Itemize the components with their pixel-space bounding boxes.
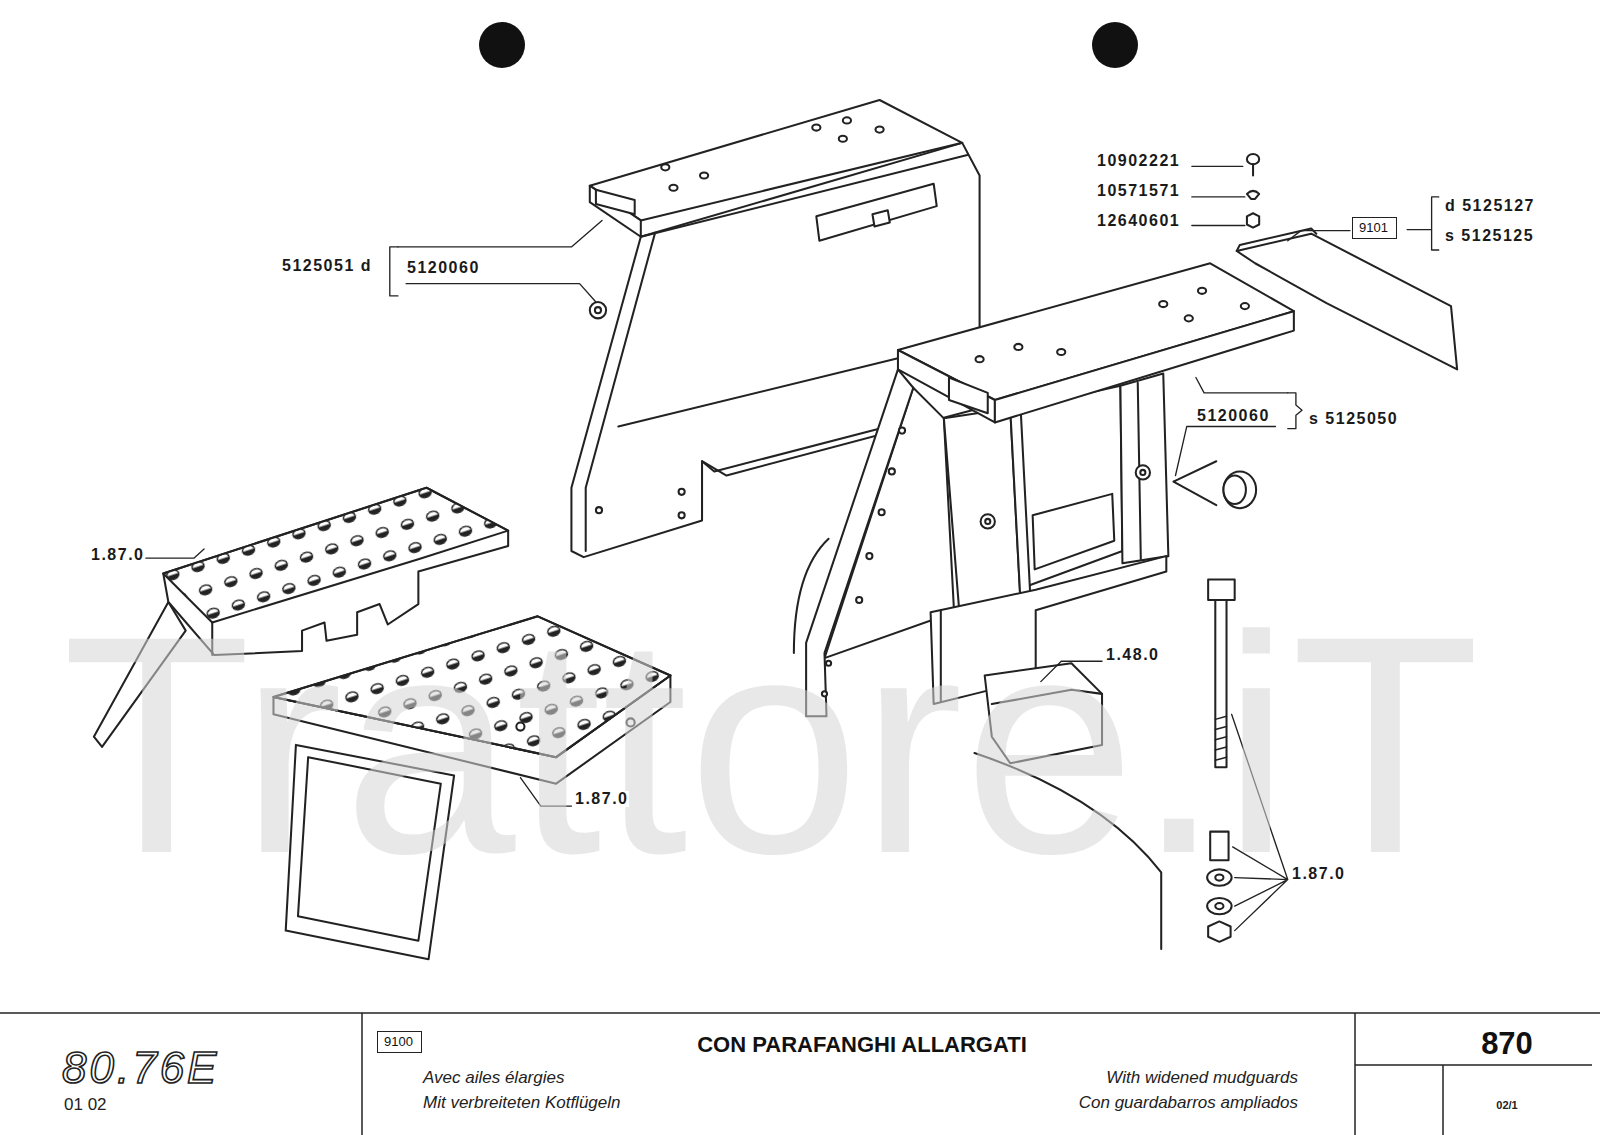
punch-hole — [1092, 22, 1138, 68]
part-number: 5120060 — [1196, 408, 1271, 424]
page-title: CON PARAFANGHI ALLARGATI — [697, 1034, 1027, 1056]
part-number: s 5125125 — [1444, 228, 1535, 244]
mudguard-extension — [1237, 229, 1457, 370]
group-reference: 1.87.0 — [574, 791, 629, 807]
model-name: 80.76E — [62, 1046, 219, 1090]
edition-code: 01 02 — [64, 1096, 107, 1113]
punch-hole — [479, 22, 525, 68]
translation: Con guardabarros ampliados — [1079, 1094, 1298, 1111]
part-number: 5120060 — [406, 260, 481, 276]
part-number: 10902221 — [1096, 153, 1181, 169]
group-code-box: 9100 — [377, 1031, 422, 1053]
group-reference: 1.87.0 — [1291, 866, 1346, 882]
part-number: d 5125127 — [1444, 198, 1536, 214]
sheet-number: 02/1 — [1496, 1100, 1517, 1111]
part-number: s 5125050 — [1308, 411, 1399, 427]
page-number: 870 — [1481, 1028, 1533, 1059]
title-block-frame — [0, 1013, 1600, 1135]
group-code-box: 9101 — [1352, 217, 1397, 239]
part-number: 5125051 d — [281, 258, 373, 274]
part-number: 10571571 — [1096, 183, 1181, 199]
box-label: 9100 — [384, 1035, 415, 1048]
translation: Avec ailes élargies — [423, 1069, 564, 1086]
translation: With widened mudguards — [1106, 1069, 1298, 1086]
part-number: 12640601 — [1096, 213, 1181, 229]
box-label: 9101 — [1359, 221, 1390, 234]
watermark: Trattore.iT — [62, 590, 1480, 900]
group-reference: 1.87.0 — [90, 547, 145, 563]
group-reference: 1.48.0 — [1105, 647, 1160, 663]
translation: Mit verbreiteten Kotflügeln — [423, 1094, 621, 1111]
